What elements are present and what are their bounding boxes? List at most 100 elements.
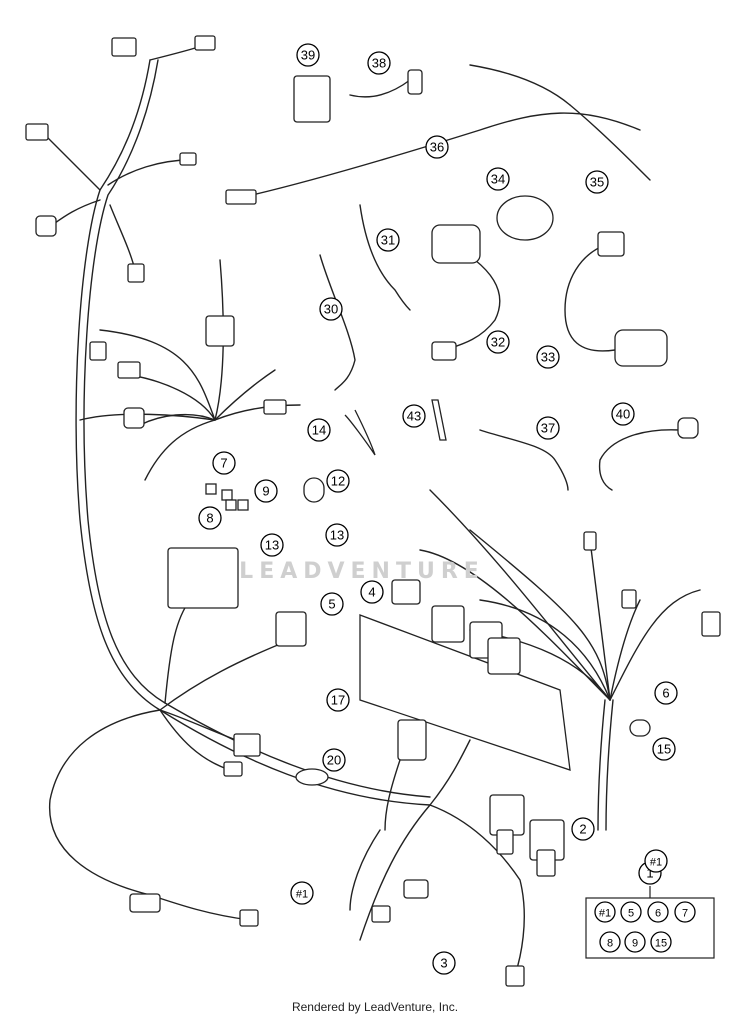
connector — [129, 893, 161, 913]
harness-branch — [164, 599, 191, 704]
connector — [123, 407, 145, 429]
connector — [239, 909, 259, 927]
svg-text:8: 8 — [206, 511, 213, 526]
svg-text:9: 9 — [632, 938, 638, 950]
harness-ref: #1 — [290, 881, 314, 905]
svg-text:13: 13 — [330, 528, 344, 543]
svg-text:6: 6 — [662, 686, 669, 701]
harness-branch — [609, 599, 641, 701]
harness-refs: #1 #1 — [290, 849, 668, 905]
harness-branch — [605, 699, 614, 831]
cable-33 — [564, 244, 616, 352]
sensor-38 — [407, 69, 423, 95]
svg-text:2: 2 — [579, 822, 586, 837]
callout-35: 35 — [585, 170, 609, 194]
connector — [179, 152, 197, 166]
svg-text:15: 15 — [655, 938, 667, 950]
part-20 — [295, 768, 329, 786]
svg-text:20: 20 — [327, 753, 341, 768]
cable-40 — [598, 429, 681, 491]
harness-branch — [597, 699, 606, 831]
connector — [117, 361, 141, 379]
callout-4: 4 — [360, 580, 384, 604]
harness-branch — [109, 204, 136, 271]
cable-37 — [479, 429, 569, 491]
cable-32 — [444, 259, 501, 351]
cable-31 — [359, 204, 411, 311]
fuse — [205, 483, 217, 495]
svg-text:35: 35 — [590, 175, 604, 190]
svg-text:33: 33 — [541, 350, 555, 365]
callout-20: 20 — [322, 748, 346, 772]
harness-branch — [107, 159, 191, 186]
callout-36: 36 — [425, 135, 449, 159]
connector-36 — [225, 189, 257, 205]
connector — [431, 605, 465, 643]
harness-branch — [214, 404, 301, 421]
harness-branch — [214, 259, 224, 421]
horn-34 — [496, 195, 554, 241]
harness-branch — [49, 709, 161, 896]
svg-text:13: 13 — [265, 538, 279, 553]
callout-7: 7 — [212, 451, 236, 475]
connector — [35, 215, 57, 237]
fuse-box — [167, 547, 239, 609]
harness-branch — [384, 759, 401, 831]
connector — [25, 123, 49, 141]
connector — [583, 531, 597, 551]
svg-text:39: 39 — [301, 48, 315, 63]
harness-branch — [159, 709, 231, 771]
connector — [89, 341, 107, 361]
callout-17: 17 — [326, 688, 350, 712]
svg-text:14: 14 — [312, 423, 326, 438]
connector — [397, 719, 427, 761]
svg-text:31: 31 — [381, 233, 395, 248]
harness-branch — [609, 589, 701, 701]
connector — [431, 341, 457, 361]
callout-37: 37 — [536, 416, 560, 440]
fuse — [237, 499, 249, 511]
connector — [127, 263, 145, 283]
callout-12: 12 — [326, 469, 350, 493]
callout-14: 14 — [307, 418, 331, 442]
watermark: LEADVENTURE — [239, 559, 485, 584]
svg-text:32: 32 — [491, 335, 505, 350]
harness-branch — [144, 419, 216, 481]
relay-4 — [391, 579, 421, 605]
svg-text:#1: #1 — [650, 857, 662, 869]
callout-8: 8 — [198, 506, 222, 530]
callout-15: 15 — [652, 737, 676, 761]
callout-34: 34 — [486, 167, 510, 191]
callout-13: 13 — [260, 533, 284, 557]
harness-branch — [159, 639, 291, 711]
connector — [403, 879, 429, 899]
callout-40: 40 — [611, 402, 635, 426]
bracket-plate-5 — [359, 614, 571, 771]
kit-item-5: 5 — [620, 901, 642, 923]
svg-text:30: 30 — [324, 302, 338, 317]
svg-text:9: 9 — [262, 484, 269, 499]
svg-text:1: 1 — [646, 866, 653, 881]
harness-branch — [349, 829, 381, 911]
strap-43 — [431, 399, 447, 441]
svg-text:4: 4 — [368, 585, 375, 600]
svg-text:34: 34 — [491, 172, 505, 187]
sensor-40 — [677, 417, 699, 439]
switch-33 — [614, 329, 668, 367]
callout-3: 3 — [432, 951, 456, 975]
harness-branch — [479, 599, 611, 701]
main-harness-trunk — [75, 59, 431, 806]
connector — [536, 849, 556, 877]
connector — [505, 965, 525, 987]
svg-text:15: 15 — [657, 742, 671, 757]
svg-text:38: 38 — [372, 56, 386, 71]
svg-text:17: 17 — [331, 693, 345, 708]
svg-text:40: 40 — [616, 407, 630, 422]
cable-30 — [319, 254, 356, 391]
connector — [194, 35, 216, 51]
harness-branch — [139, 413, 216, 426]
connector — [233, 733, 261, 757]
